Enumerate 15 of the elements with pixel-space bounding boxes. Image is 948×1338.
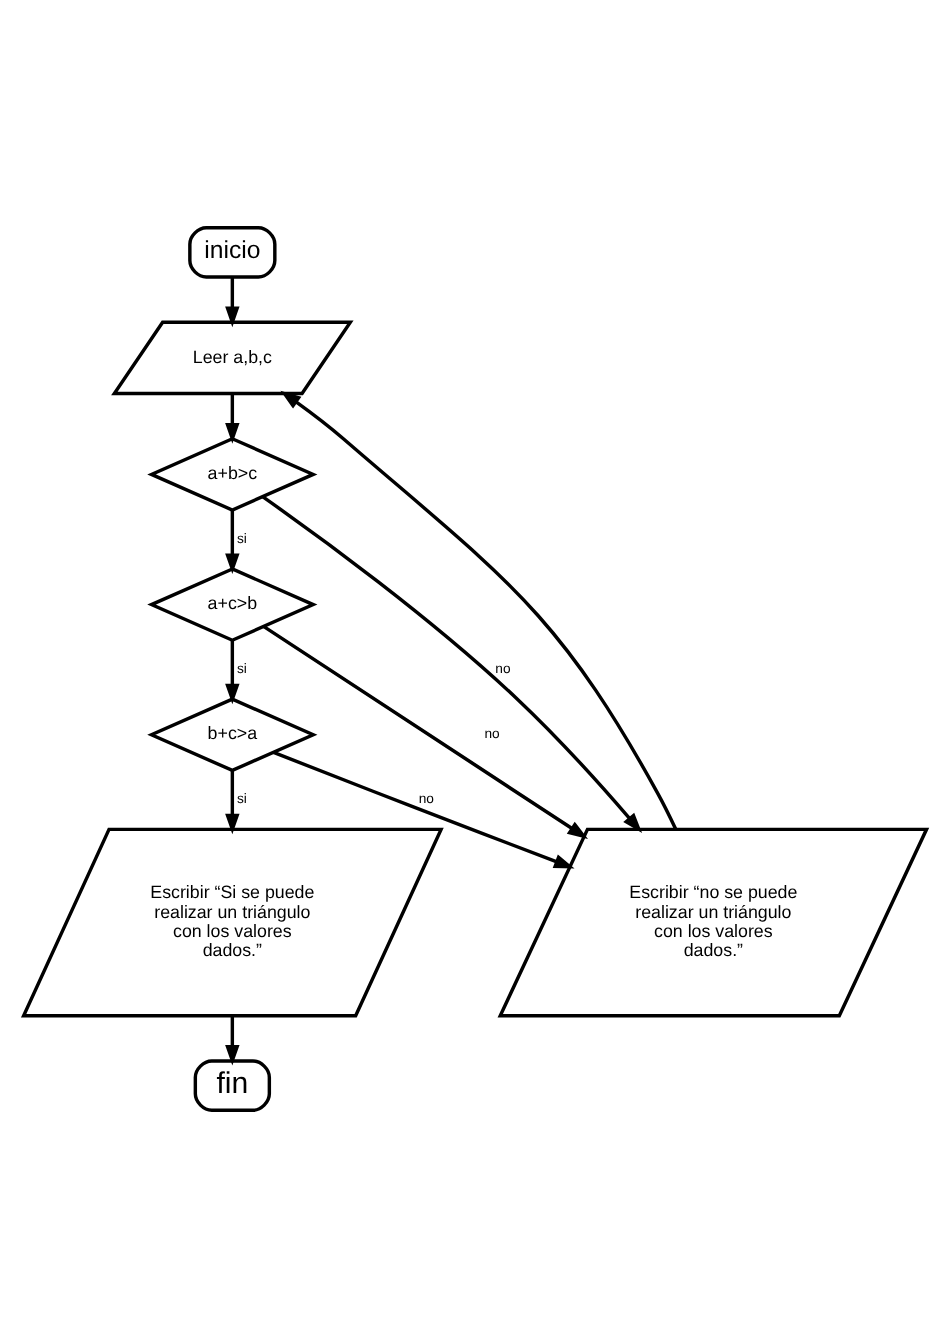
node-diamond: b+c>a [146, 697, 317, 773]
node-diamond: a+b>c [146, 436, 317, 512]
arrow [224, 770, 239, 835]
node-box: inicio [187, 226, 276, 279]
arrow [224, 640, 239, 705]
node-diamond: a+c>b [146, 567, 317, 643]
node-box: fin [192, 1059, 271, 1112]
arrow [271, 750, 574, 869]
arrow [224, 277, 239, 328]
arrow [279, 390, 677, 830]
arrow [224, 510, 239, 575]
arrow [224, 394, 239, 444]
arrow [261, 625, 587, 839]
arrow [260, 495, 642, 834]
arrow [224, 1015, 239, 1066]
